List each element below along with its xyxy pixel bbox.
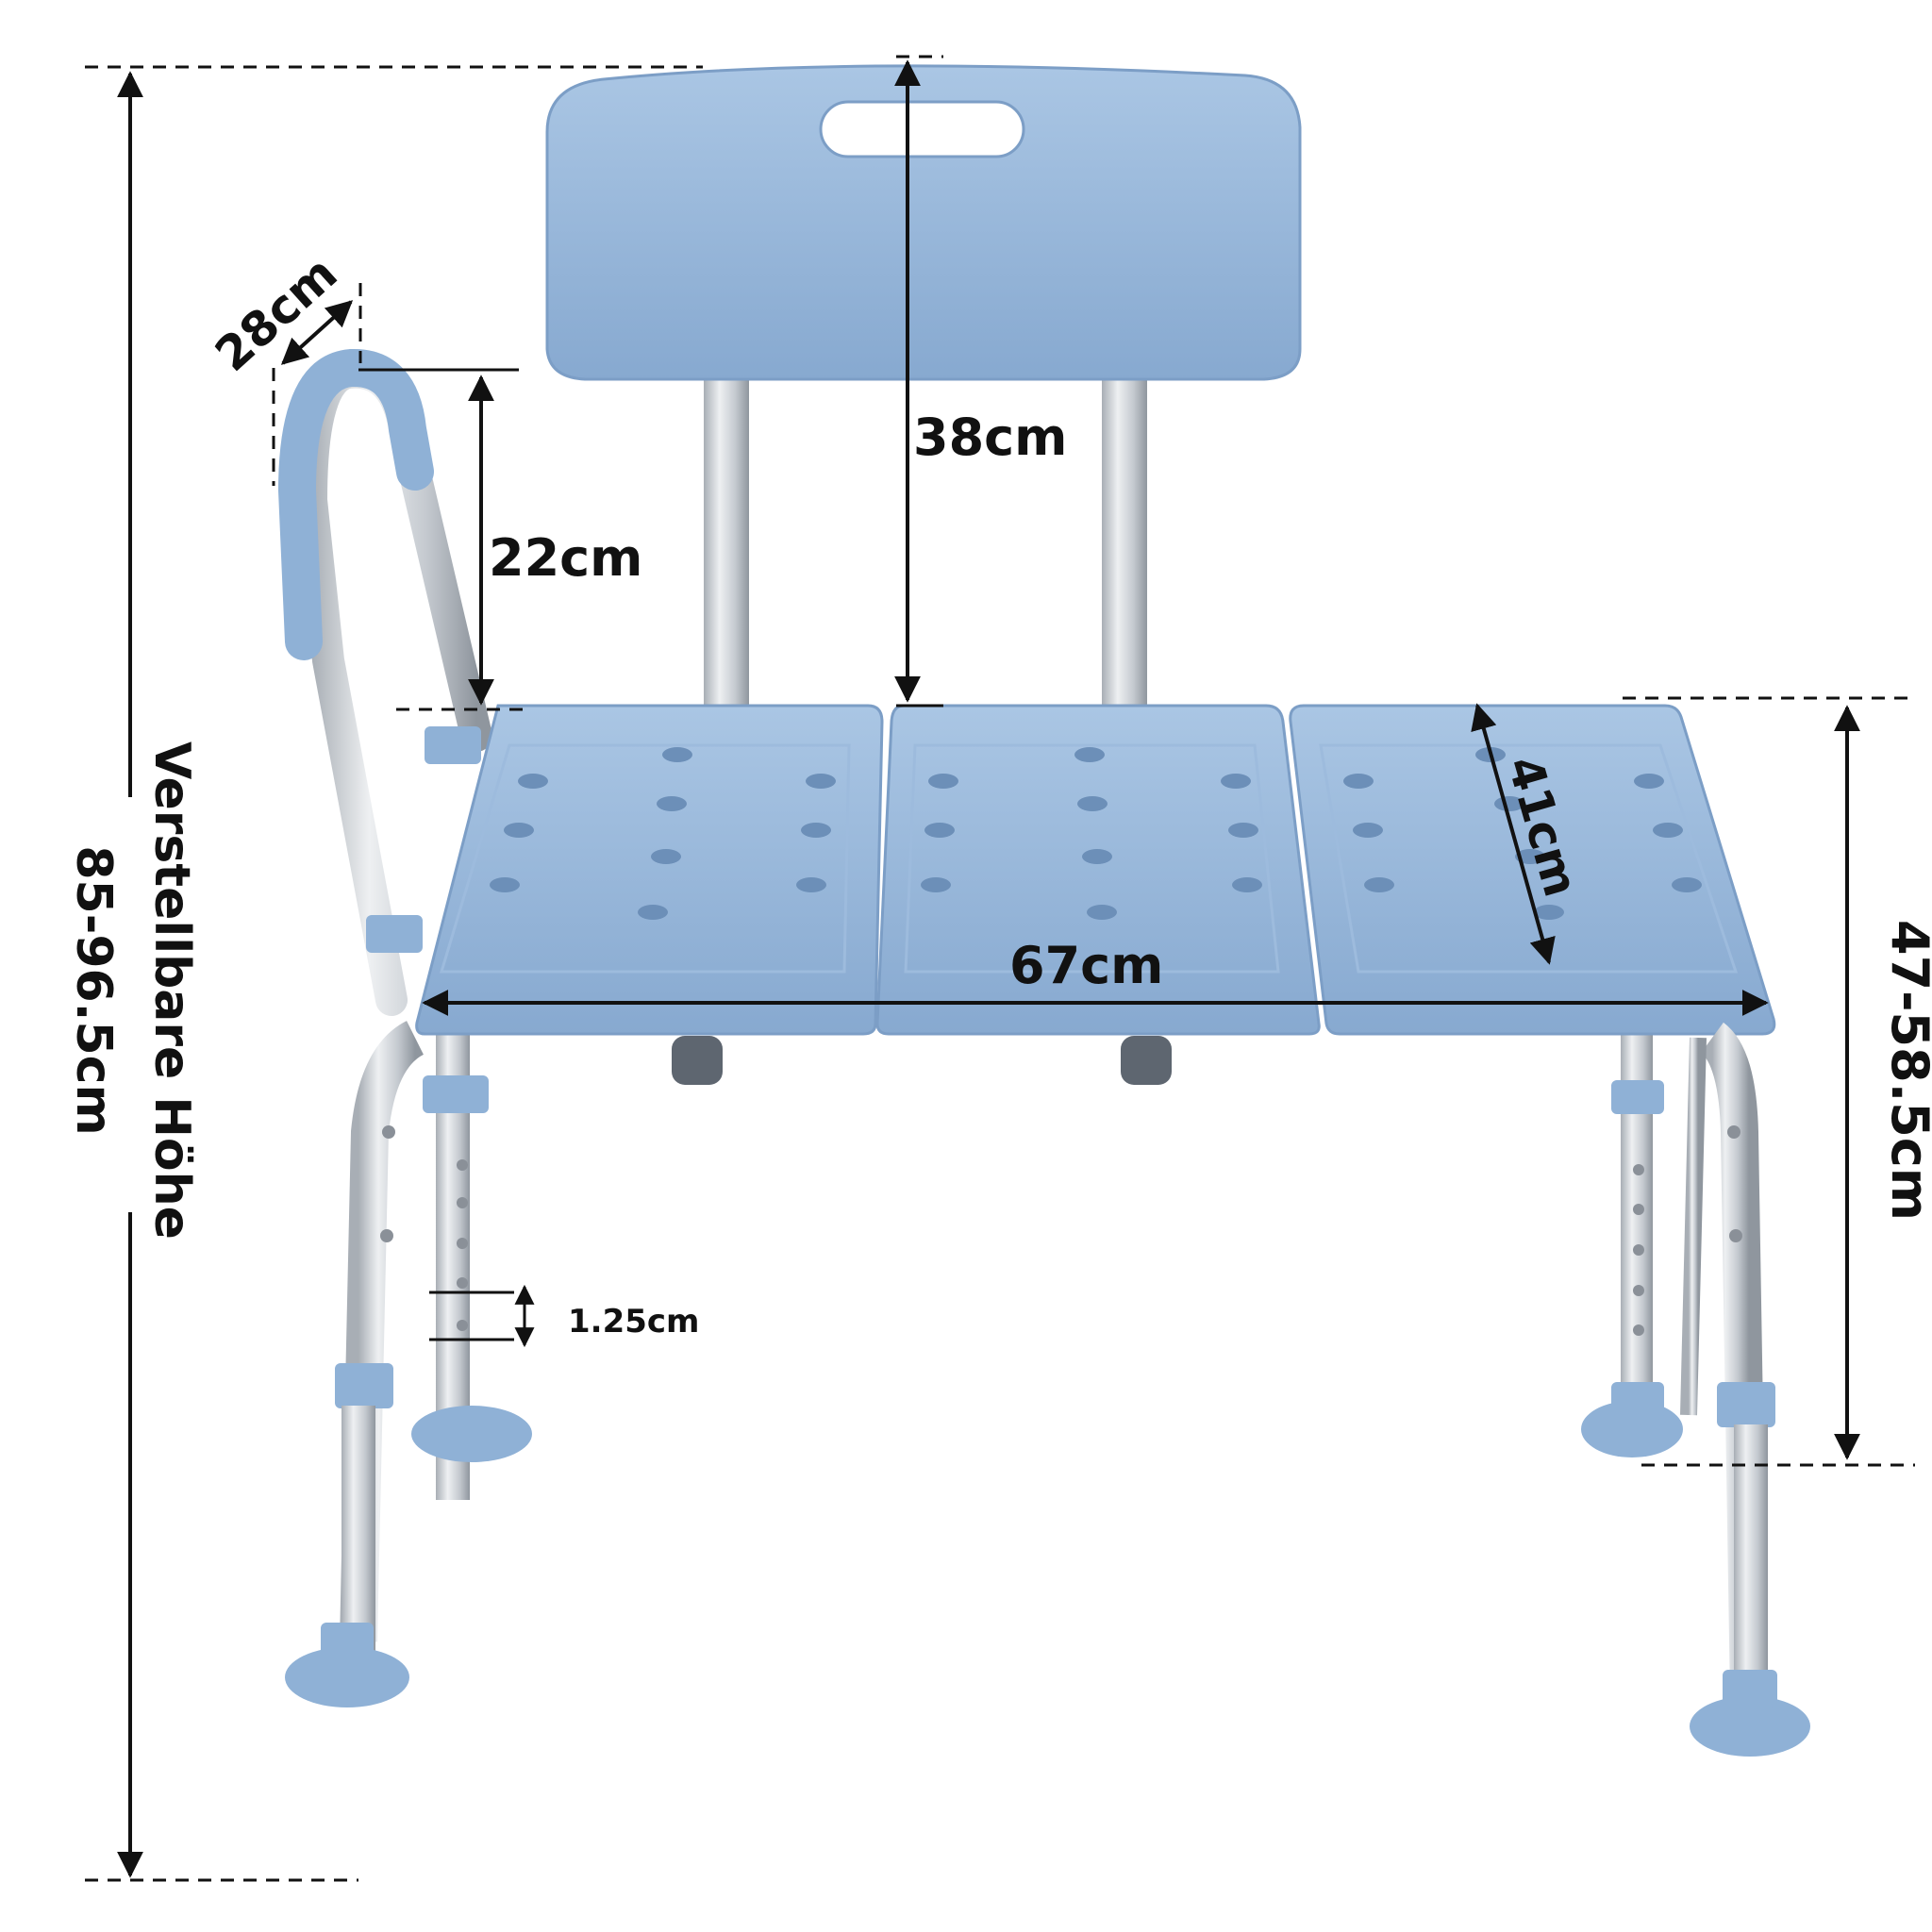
seat-depth-arrow: [1471, 703, 1556, 965]
front-left-foot: [285, 1647, 409, 1707]
front-right-leg-collar: [1717, 1382, 1775, 1427]
total-height-title: Verstellbare Höhe: [143, 741, 200, 1240]
bench: [277, 64, 1810, 1757]
backrest-post-left: [704, 373, 749, 712]
armrest-depth-arrow: [280, 300, 354, 365]
armrest-collar-bottom: [366, 915, 423, 953]
dimension-arrows: [117, 59, 1860, 1878]
seat-height-label: 47-58.5cm: [1880, 920, 1932, 1221]
seat-width-label: 67cm: [1009, 936, 1163, 995]
rear-legs: [411, 1028, 1683, 1500]
rear-left-leg-collar: [423, 1075, 489, 1113]
seat-panel-middle: [875, 704, 1321, 1036]
seat-lock-knob-left: [672, 1036, 723, 1085]
hole-spacing-label: 1.25cm: [568, 1303, 699, 1341]
dashed-guides: [85, 55, 1915, 1882]
armrest: [277, 349, 492, 1016]
total-height-range: 85-96.5cm: [65, 845, 122, 1135]
armrest-grip: [277, 349, 434, 660]
front-right-foot: [1690, 1696, 1810, 1757]
backrest-post-right: [1102, 373, 1147, 712]
backrest: [545, 64, 1302, 381]
seat-panel-left: [415, 704, 884, 1036]
rear-left-foot: [411, 1406, 532, 1462]
front-legs: [285, 1021, 1810, 1757]
armrest-height-label: 22cm: [489, 528, 642, 588]
backrest-height-label: 38cm: [913, 408, 1067, 467]
backrest-handle-hole: [819, 100, 1025, 158]
seat-lock-knob-right: [1121, 1036, 1172, 1085]
armrest-collar-top: [425, 726, 481, 764]
front-left-leg-collar: [335, 1363, 393, 1408]
dimension-guides: [85, 55, 1915, 1882]
